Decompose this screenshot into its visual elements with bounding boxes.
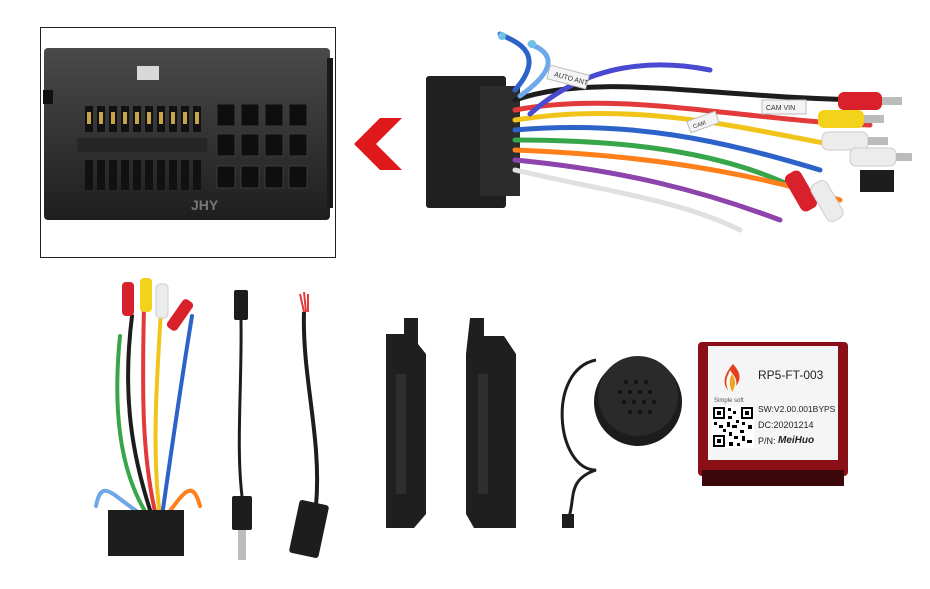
microphone bbox=[560, 356, 682, 528]
connector-label: JHY bbox=[191, 197, 219, 213]
part-number-label: P/N: bbox=[758, 436, 776, 446]
qr-code-icon bbox=[712, 406, 754, 448]
canbus-decoder-module: Simple soft RP5-FT-003 SW:V2.00.001BYPS … bbox=[698, 340, 848, 490]
secondary-wiring-harness bbox=[94, 278, 202, 556]
software-version: SW:V2.00.001BYPS bbox=[758, 404, 836, 414]
main-wiring-harness: AUTO ANT CAM VIN CAM bbox=[426, 31, 912, 233]
harness-tag-cam: CAM bbox=[692, 120, 707, 130]
antenna-adapter-cable bbox=[232, 290, 252, 560]
harness-tag-cam-vin: CAM VIN bbox=[766, 105, 795, 112]
right-bracket bbox=[466, 318, 516, 528]
connector-closeup-frame: JHY bbox=[40, 27, 336, 258]
meihuo-logo: MeiHuo bbox=[778, 435, 815, 446]
module-model: RP5-FT-003 bbox=[758, 368, 824, 382]
connector-closeup-image: JHY bbox=[43, 48, 333, 220]
red-arrow-icon bbox=[354, 118, 402, 170]
date-code: DC:20201214 bbox=[758, 420, 814, 430]
mounting-brackets bbox=[386, 318, 516, 528]
brand-name: Simple soft bbox=[714, 398, 744, 404]
rca-plugs bbox=[784, 92, 912, 222]
wire-pigtail bbox=[289, 291, 329, 558]
brand-flame-icon bbox=[724, 364, 740, 392]
